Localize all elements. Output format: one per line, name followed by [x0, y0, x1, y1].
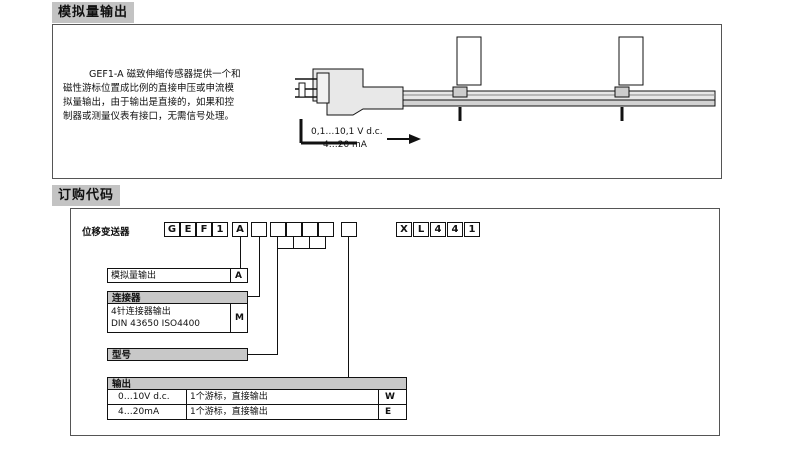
position-transmitter-label: 位移变送器 [82, 227, 130, 238]
model-header: 型号 [107, 348, 248, 361]
model-bracket-2 [293, 237, 294, 248]
code-box-model-2 [286, 222, 302, 237]
analog-output-panel: GEF1-A 磁致伸缩传感器提供一个和 磁性游标位置成比例的直接申压或申流模 拟… [52, 24, 722, 179]
model-bracket-1 [277, 237, 278, 248]
output-current-label: 4…20 mA [323, 140, 367, 150]
model-line-v [277, 248, 278, 355]
code-box-e: E [180, 222, 196, 237]
suffix-box-4b: 4 [447, 222, 463, 237]
description-text: GEF1-A 磁致伸缩传感器提供一个和 磁性游标位置成比例的直接申压或申流模 拟… [63, 68, 263, 124]
output-voltage-label: 0,1…10,1 V d.c. [311, 127, 383, 137]
output-row-2-code: E [385, 407, 392, 417]
option-analog-output-divider [230, 269, 231, 282]
description-line-3: 拟量输出，由于输出是直接的，如果和控 [63, 97, 235, 108]
section-heading-order-code: 订购代码 [52, 185, 121, 206]
output-row-1-range: 0…10V d.c. [118, 392, 170, 402]
description-line-1: GEF1-A 磁致伸缩传感器提供一个和 [89, 69, 241, 80]
transducer-drawing [295, 36, 716, 145]
model-line-h [248, 354, 278, 355]
connector-line-connector-h [248, 296, 260, 297]
output-table-col-divider-2 [378, 390, 379, 419]
option-analog-output: 模拟量输出 A [107, 268, 248, 283]
code-box-connector [251, 222, 267, 237]
connector-line-1: 4针连接器输出 [111, 307, 171, 317]
suffix-box-x: X [396, 222, 412, 237]
code-box-1: 1 [212, 222, 228, 237]
option-analog-output-label: 模拟量输出 [111, 271, 157, 281]
description-line-2: 磁性游标位置成比例的直接申压或申流模 [63, 83, 235, 94]
connector-body: 4针连接器输出 DIN 43650 ISO4400 M [107, 303, 248, 333]
description-line-4: 制器或测量仪表有接口，无需信号处理。 [63, 111, 235, 122]
connector-divider [230, 304, 231, 332]
code-box-f: F [196, 222, 212, 237]
code-box-model-1 [270, 222, 286, 237]
code-box-model-4 [318, 222, 334, 237]
suffix-box-4a: 4 [430, 222, 446, 237]
model-bracket-3 [309, 237, 310, 248]
output-table: 0…10V d.c. 1个游标，直接输出 W 4…20mA 1个游标，直接输出 … [107, 389, 407, 420]
model-bracket-4 [325, 237, 326, 248]
connector-line-connector [259, 237, 260, 296]
output-row-1-code: W [385, 392, 395, 402]
connector-line-a [240, 237, 241, 268]
output-table-row-divider [108, 404, 406, 405]
code-box-a: A [232, 222, 248, 237]
output-row-2-range: 4…20mA [118, 407, 160, 417]
code-box-output [341, 222, 357, 237]
output-row-2-desc: 1个游标，直接输出 [190, 407, 268, 417]
code-box-g: G [164, 222, 180, 237]
option-analog-output-code: A [235, 271, 242, 281]
model-bracket-h [277, 248, 326, 249]
output-line-v [348, 237, 349, 377]
connector-line-2: DIN 43650 ISO4400 [111, 319, 201, 329]
connector-code: M [235, 313, 244, 323]
code-box-model-3 [302, 222, 318, 237]
section-heading-analog-output: 模拟量输出 [52, 2, 135, 23]
output-row-1-desc: 1个游标，直接输出 [190, 392, 268, 402]
suffix-box-l: L [413, 222, 429, 237]
output-table-col-divider-1 [186, 390, 187, 419]
suffix-box-1: 1 [464, 222, 480, 237]
